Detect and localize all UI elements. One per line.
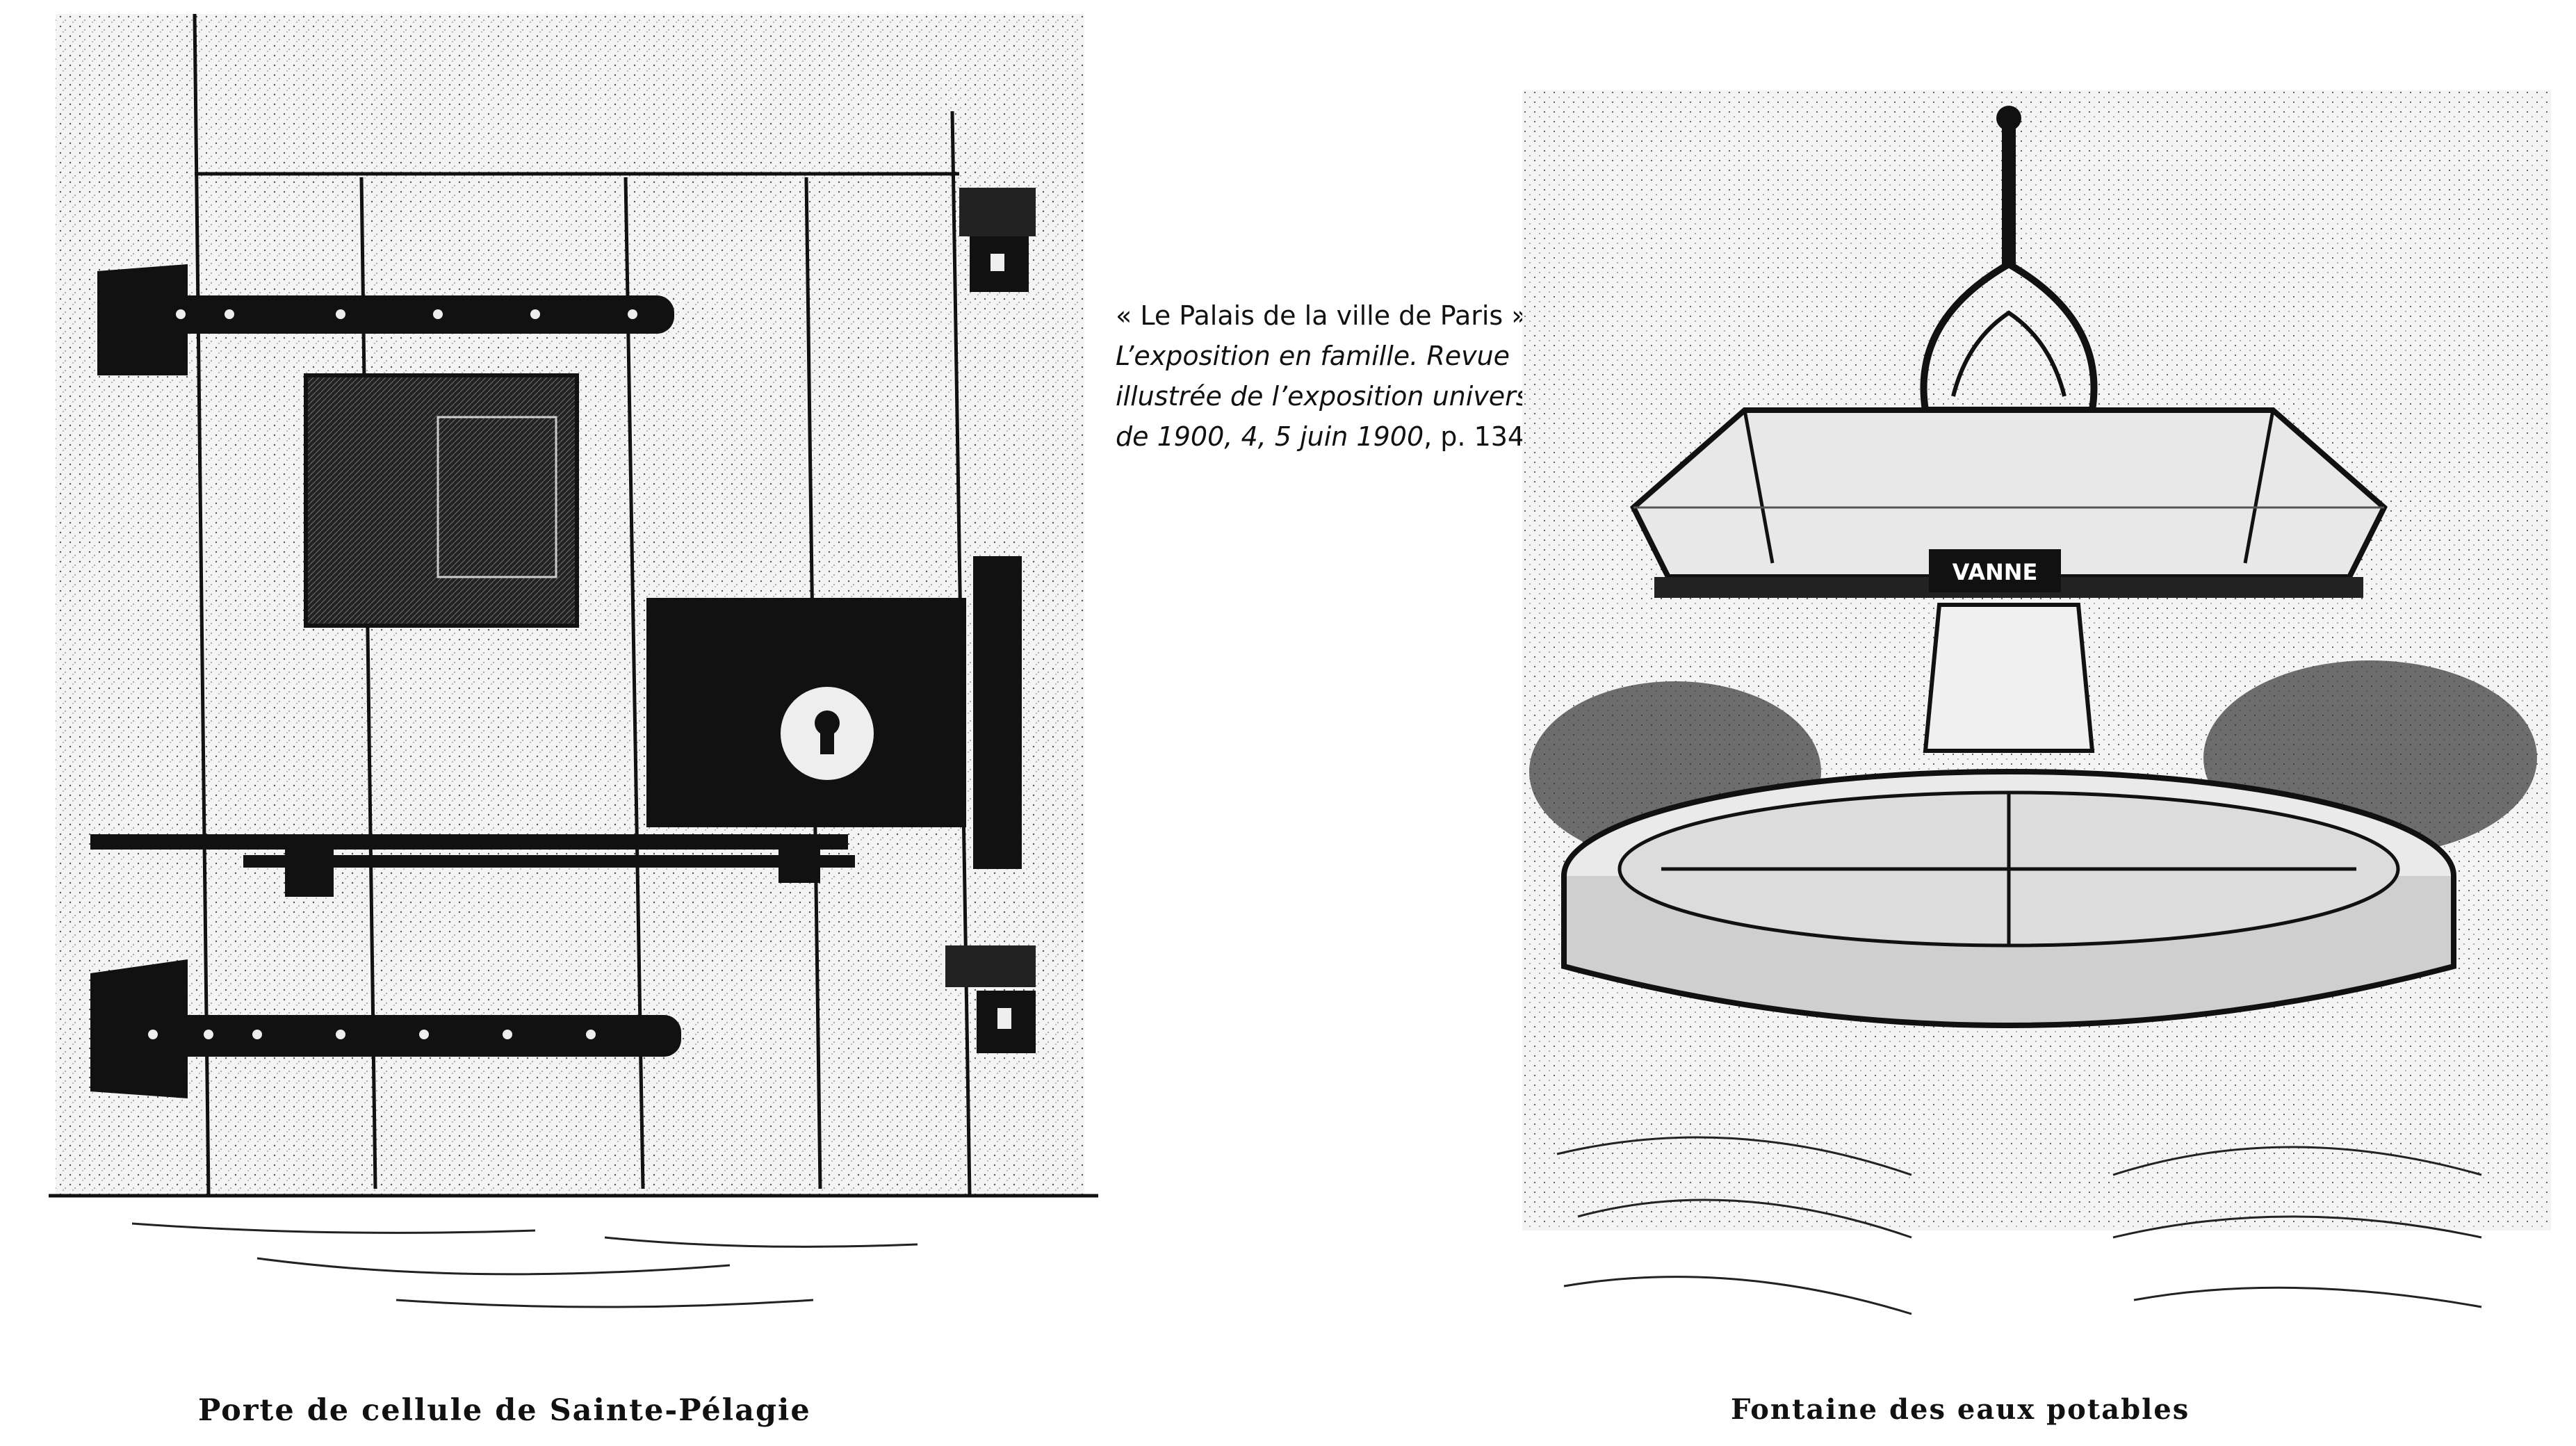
citation-article: « Le Palais de la ville de Paris », xyxy=(1116,300,1536,331)
sign-label: VANNE xyxy=(1953,559,2038,585)
floor-strokes xyxy=(131,1222,918,1308)
top-hinge xyxy=(97,264,674,375)
bolt-bar xyxy=(90,834,855,897)
peephole-window xyxy=(304,373,579,628)
citation-journal: L’exposition en famille. Revue illustrée… xyxy=(1116,341,1577,452)
vanne-sign: VANNE xyxy=(1929,549,2061,592)
fountain-drawing: VANNE xyxy=(1522,90,2551,1315)
door-illustration xyxy=(49,14,1098,1335)
fountain-basin xyxy=(1561,769,2456,1028)
door-drawing xyxy=(49,14,1098,1308)
grass-strokes xyxy=(1556,1136,2482,1315)
fountain-caption: Fontaine des eaux potables xyxy=(1731,1393,2190,1426)
bottom-hinge xyxy=(90,959,681,1098)
fountain-column xyxy=(1923,603,2095,753)
citation-issue: , 4, 5 juin 1900 xyxy=(1224,421,1424,452)
citation: « Le Palais de la ville de Paris », L’ex… xyxy=(1116,295,1602,457)
fountain-illustration: VANNE xyxy=(1522,90,2551,1370)
lock-box xyxy=(646,556,1022,869)
door-caption: Porte de cellule de Sainte-Pélagie xyxy=(198,1393,811,1428)
padlock-bottom xyxy=(945,945,1036,1053)
finial xyxy=(1920,106,2098,414)
padlock-top xyxy=(959,188,1036,292)
